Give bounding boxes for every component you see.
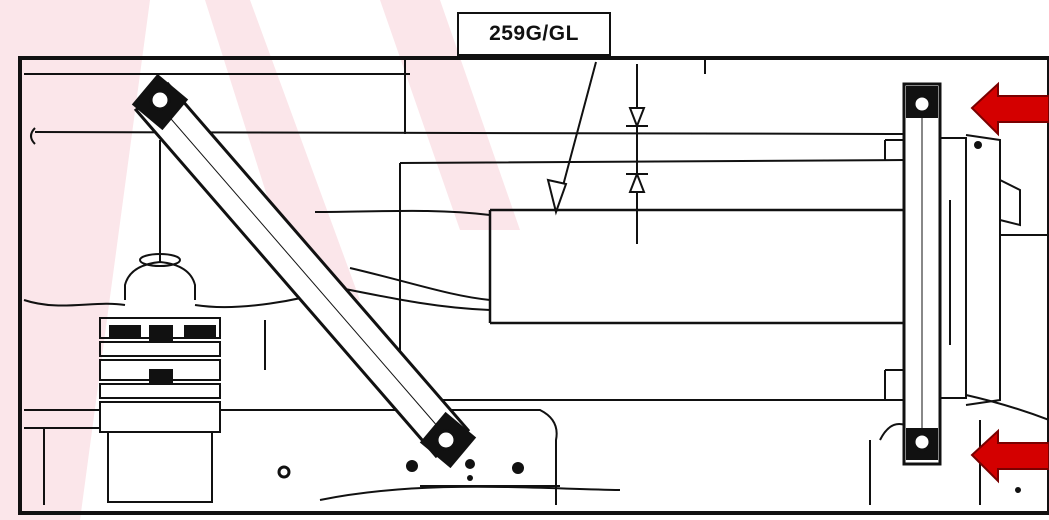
base-bolt-1 bbox=[406, 460, 418, 472]
housing-outline bbox=[399, 159, 906, 401]
callout-arrowhead bbox=[546, 178, 568, 216]
spring-assembly bbox=[99, 253, 221, 503]
brace-bottom-bolt bbox=[435, 429, 457, 451]
left-contour bbox=[23, 299, 126, 307]
base-bolt-2 bbox=[465, 459, 475, 469]
diagonal-brace bbox=[131, 73, 477, 469]
spring-slot-2 bbox=[149, 369, 173, 385]
spring-cap bbox=[124, 260, 196, 300]
base-bolt-3 bbox=[512, 462, 524, 474]
feed-line-lower bbox=[339, 287, 491, 311]
right-housing bbox=[965, 134, 1001, 406]
diagonal-brace-centerline bbox=[151, 96, 453, 444]
red-arrow-left-icon bbox=[970, 428, 1049, 484]
dimension-arrow-bottom bbox=[628, 171, 646, 193]
right-bracket-top bbox=[884, 139, 905, 160]
spring-slot-4 bbox=[184, 325, 216, 337]
right-pin-top bbox=[974, 141, 982, 149]
vertical-bar bbox=[902, 82, 942, 466]
dimension-arrow-top bbox=[628, 107, 646, 129]
right-contour bbox=[965, 394, 1049, 421]
vertical-bar-bottom-bolt bbox=[912, 432, 932, 452]
base-bolt-hollow bbox=[277, 465, 291, 479]
floor-contour bbox=[319, 485, 621, 501]
right-plate bbox=[939, 137, 967, 399]
spring-base bbox=[99, 401, 221, 433]
right-pin-bottom bbox=[1015, 487, 1021, 493]
part-number-text: 259G/GL bbox=[489, 22, 579, 45]
vertical-bar-top-bolt bbox=[912, 94, 932, 114]
red-arrow-left-icon bbox=[970, 81, 1049, 137]
left-notch bbox=[30, 127, 36, 145]
part-callout-label: 259G/GL bbox=[457, 12, 611, 56]
inner-roller bbox=[488, 208, 905, 325]
spring-slot-3 bbox=[109, 325, 141, 337]
spring-post bbox=[107, 431, 213, 503]
outer-frame bbox=[18, 56, 1049, 515]
spring-coil-4 bbox=[99, 383, 221, 399]
feed-line-upper bbox=[314, 209, 491, 216]
base-rail-right bbox=[220, 409, 558, 505]
spring-coil-2 bbox=[99, 341, 221, 357]
spring-slot-1 bbox=[149, 325, 173, 341]
base-bolts bbox=[277, 141, 1021, 493]
right-fitting bbox=[999, 179, 1021, 227]
base-bolt-4 bbox=[467, 475, 473, 481]
feed-line-mid bbox=[349, 267, 491, 301]
right-bracket-bottom bbox=[884, 369, 905, 400]
right-hook bbox=[879, 423, 906, 441]
brace-top-bolt bbox=[149, 89, 171, 111]
